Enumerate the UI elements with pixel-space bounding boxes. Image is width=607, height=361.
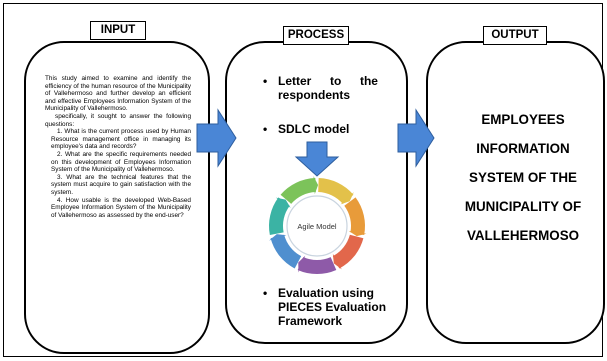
output-title: EMPLOYEES INFORMATION SYSTEM OF THE MUNI… [446,105,600,250]
wheel-segment [280,178,316,204]
arrow-right-icon [196,108,237,168]
output-header: OUTPUT [483,26,547,45]
input-header: INPUT [90,21,146,40]
wheel-segment [270,234,302,269]
wheel-segment-arrow-icon [275,197,291,208]
wheel-segment [332,234,364,269]
input-card [24,41,210,354]
output-line-4: MUNICIPALITY OF [464,199,582,214]
input-question-2: 2. What are the specific requirements ne… [51,150,191,174]
input-question-3: 3. What are the technical features that … [51,173,191,196]
wheel-segment [344,197,365,236]
process-item-sdlc: • SDLC model [263,122,378,136]
agile-model-label: Agile Model [297,222,337,231]
wheel-segment [318,178,354,204]
arrow-down-icon [294,141,340,177]
wheel-center [286,195,348,257]
bullet-dot: • [263,122,268,136]
arrow-right-icon [397,108,435,168]
wheel-segment [268,197,290,236]
bullet-dot: • [263,286,268,300]
output-card [426,41,605,344]
input-question-1: 1. What is the current process used by H… [51,128,191,151]
evaluation-line-3: Framework [278,314,343,328]
wheel-segment-arrow-icon [332,253,342,270]
input-text: This study aimed to examine and identify… [45,75,191,219]
output-line-1: EMPLOYEES [481,112,565,127]
output-line-2: INFORMATION [476,141,570,156]
letter-word-1: Letter [278,74,312,88]
output-line-3: SYSTEM OF THE [469,170,577,185]
wheel-segment [297,257,337,275]
letter-word-2: to [330,74,342,88]
bullet-dot: • [263,74,268,88]
evaluation-line-1: Evaluation using [278,286,375,300]
input-question-4: 4. How usable is the developed Web-Based… [51,196,191,219]
input-intro: This study aimed to examine and identify… [45,75,191,113]
wheel-segment-arrow-icon [269,234,287,241]
letter-line-2: respondents [278,88,351,102]
wheel-segment-arrow-icon [340,192,354,205]
input-lead: specifically, it sought to answer the fo… [45,112,191,128]
output-line-5: VALLEHERMOSO [466,228,580,243]
letter-word-3: the [359,74,378,88]
sdlc-label: SDLC model [278,122,350,136]
process-item-evaluation: • Evaluation using PIECES Evaluation Fra… [263,286,398,328]
process-header: PROCESS [283,26,349,45]
evaluation-line-2: PIECES Evaluation [278,300,387,314]
wheel-segment-arrow-icon [313,176,319,195]
wheel-segment-arrow-icon [298,255,306,273]
process-item-letter: • Letter to the respondents [263,74,378,102]
wheel-segment-arrow-icon [348,230,367,237]
